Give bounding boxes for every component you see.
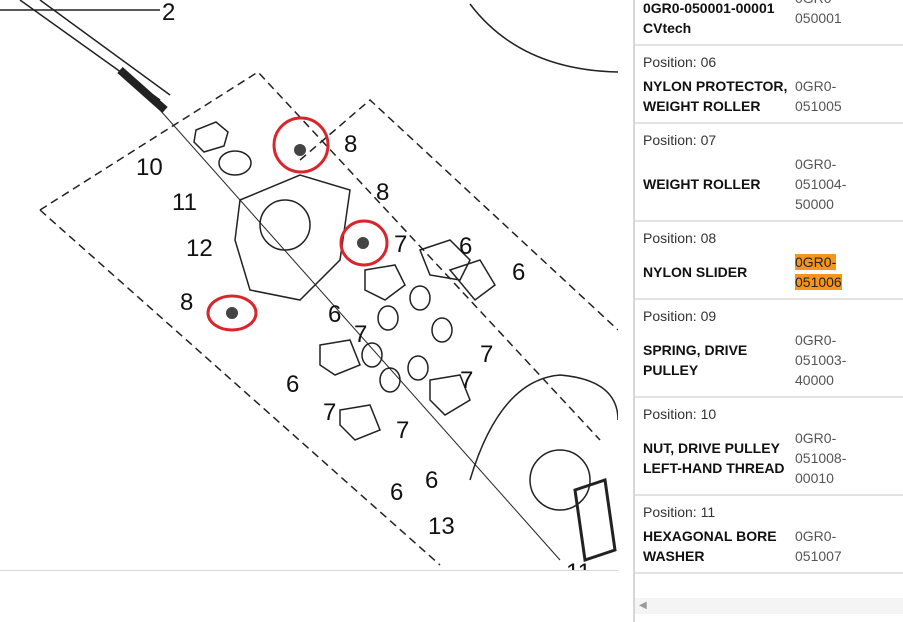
- callout-label: 2: [162, 0, 175, 26]
- part-name: NYLON PROTECTOR, WEIGHT ROLLER: [643, 78, 788, 114]
- part-row: Position: 09 SPRING, DRIVE PULLEY 0GR0-051…: [635, 300, 903, 398]
- callout-label: 13: [428, 513, 455, 540]
- part-name: NUT, DRIVE PULLEY LEFT-HAND THREAD: [643, 440, 785, 476]
- part-name: SPRING, DRIVE PULLEY: [643, 342, 748, 378]
- part-number[interactable]: 0GR0-051007: [795, 526, 855, 566]
- part-number[interactable]: 0GR0-051006: [795, 252, 855, 292]
- part-row: Position: 07 WEIGHT ROLLER 0GR0-051004-500…: [635, 124, 903, 222]
- part-name: WEIGHT ROLLER: [643, 176, 761, 192]
- callout-label: 8: [180, 289, 193, 316]
- callout-label: 7: [323, 399, 336, 426]
- horizontal-scrollbar[interactable]: ◀: [635, 598, 903, 614]
- callout-label: 7: [480, 341, 493, 368]
- callout-label: 6: [390, 479, 403, 506]
- part-position: Position: 11: [643, 504, 716, 520]
- callout-label: 6: [328, 301, 341, 328]
- part-number-text: 0GR0-051005: [795, 78, 842, 114]
- part-number-text: 0GR0-050001: [795, 0, 842, 26]
- callout-label: 7: [460, 367, 473, 394]
- part-name: HEXAGONAL BORE WASHER: [643, 528, 777, 564]
- part-number-text: 0GR0-051003-40000: [795, 332, 847, 388]
- callout-label: 7: [394, 231, 407, 258]
- part-number[interactable]: 0GR0-051005: [795, 76, 855, 116]
- callout-label: 7: [354, 321, 367, 348]
- part-number-text: 0GR0-051006: [795, 254, 842, 290]
- part-position: Position: 07: [643, 132, 717, 148]
- callout-label: 6: [512, 259, 525, 286]
- part-row: Position: 11 HEXAGONAL BORE WASHER 0GR0-05…: [635, 496, 903, 574]
- part-row: WASHER REPL BY 0GR0-050001-00001 CVtech 0…: [635, 0, 903, 46]
- part-number-text: 0GR0-051008-00010: [795, 430, 847, 486]
- callout-label: 6: [286, 371, 299, 398]
- part-number[interactable]: 0GR0-051008-00010: [795, 428, 855, 488]
- part-row: Position: 10 NUT, DRIVE PULLEY LEFT-HAND …: [635, 398, 903, 496]
- parts-diagram: 2 8 10 11 12 8 7 6 6 8 7 6 7 6 7 7 6 7 6…: [0, 0, 619, 586]
- part-row: Position: 06 NYLON PROTECTOR, WEIGHT ROLL…: [635, 46, 903, 124]
- callout-label: 11: [566, 559, 591, 570]
- part-position: Position: 06: [643, 54, 717, 70]
- part-name: WASHER REPL BY 0GR0-050001-00001 CVtech: [643, 0, 775, 36]
- part-name: NYLON SLIDER: [643, 264, 748, 280]
- divider: [0, 570, 618, 571]
- part-number[interactable]: 0GR0-051003-40000: [795, 330, 855, 390]
- part-position: Position: 08: [643, 230, 717, 246]
- part-number-text: 0GR0-051004-50000: [795, 156, 847, 212]
- parts-list[interactable]: WASHER REPL BY 0GR0-050001-00001 CVtech 0…: [633, 0, 903, 622]
- callout-label: 6: [425, 467, 438, 494]
- callout-label: 10: [136, 154, 163, 181]
- callout-label: 8: [344, 131, 357, 158]
- callout-label: 8: [376, 179, 389, 206]
- part-number[interactable]: 0GR0-051004-50000: [795, 154, 855, 214]
- part-position: Position: 09: [643, 308, 717, 324]
- part-row: Position: 08 NYLON SLIDER 0GR0-051006: [635, 222, 903, 300]
- part-number[interactable]: 0GR0-050001: [795, 0, 855, 28]
- callout-label: 11: [172, 189, 197, 216]
- part-number-text: 0GR0-051007: [795, 528, 842, 564]
- callout-label: 12: [186, 235, 213, 262]
- scroll-left-arrow-icon[interactable]: ◀: [639, 600, 647, 611]
- callout-label: 6: [459, 233, 472, 260]
- part-position: Position: 10: [643, 406, 717, 422]
- callout-label: 7: [396, 417, 409, 444]
